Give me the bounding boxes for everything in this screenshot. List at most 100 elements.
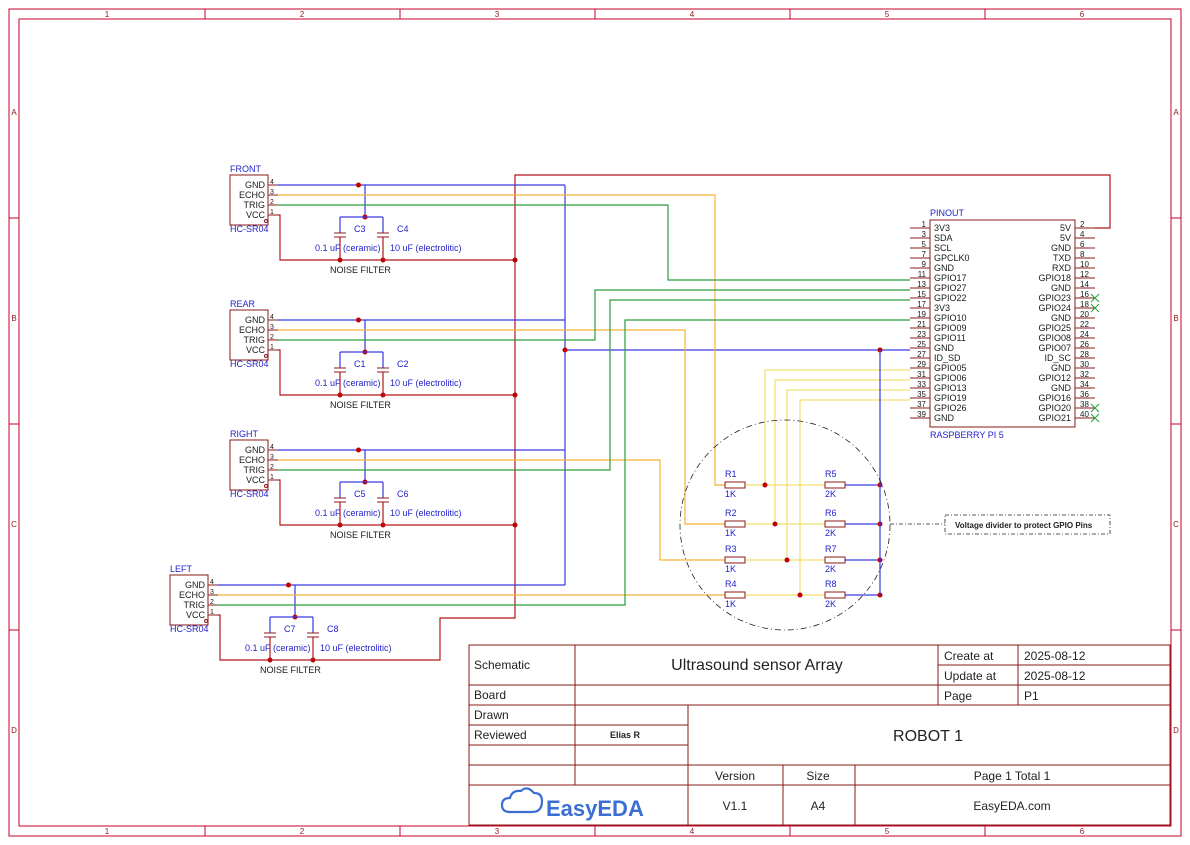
drawn-label: Drawn [474, 708, 509, 722]
total-pages: Page 1 Total 1 [974, 769, 1051, 783]
pin-number: 3 [210, 589, 214, 596]
sensor-marker [264, 484, 268, 488]
grid-col-top: 6 [1080, 10, 1085, 19]
pin-number: 3 [270, 324, 274, 331]
filter-label: NOISE FILTER [330, 265, 391, 275]
pin-number: 1 [270, 474, 274, 481]
grid-row-left: B [11, 314, 16, 323]
pinout-left-label: ID_SD [934, 353, 961, 363]
pinout-left-num: 29 [917, 360, 926, 369]
cap-value-electrolytic: 10 uF (electrolitic) [390, 378, 462, 388]
divider-note: Voltage divider to protect GPIO Pins [955, 521, 1093, 530]
pinout-right-num: 36 [1080, 390, 1089, 399]
pinout-left-num: 11 [918, 270, 927, 279]
pinout-left-num: 39 [917, 410, 926, 419]
pinout-left-label: SCL [934, 243, 952, 253]
grid-col-bottom: 1 [105, 827, 110, 836]
pinout-right-label: RXD [1052, 263, 1072, 273]
sensor-name: FRONT [230, 164, 261, 174]
pinout-left-label: SDA [934, 233, 953, 243]
size-value: A4 [811, 799, 826, 813]
sensor-body [229, 439, 269, 491]
resistor-body [724, 556, 746, 564]
pinout-right-label: GPIO24 [1038, 303, 1071, 313]
sensor-body [229, 174, 269, 226]
grid-col-bottom: 5 [885, 827, 890, 836]
pin-number: 4 [210, 579, 214, 586]
pinout-left-label: GPIO13 [934, 383, 967, 393]
filter-label: NOISE FILTER [330, 530, 391, 540]
pinout-right-num: 40 [1080, 410, 1089, 419]
vcc-wire [278, 214, 515, 261]
filter-label: NOISE FILTER [260, 665, 321, 675]
cloud-icon [500, 787, 544, 814]
cap-ref: C2 [397, 359, 409, 369]
pin-label: GND [245, 180, 266, 190]
pin-label: TRIG [244, 335, 266, 345]
grid-col-top: 4 [690, 10, 695, 19]
pinout-right-label: GPIO12 [1038, 373, 1071, 383]
sensor-part: HC-SR04 [230, 489, 269, 499]
pin-number: 2 [270, 199, 274, 206]
pinout-right-num: 20 [1080, 310, 1089, 319]
pinout-right-num: 26 [1080, 340, 1089, 349]
pinout-left-label: GPIO19 [934, 393, 967, 403]
resistor-value: 1K [725, 564, 736, 574]
pinout-left-num: 37 [917, 400, 926, 409]
resistor-value: 1K [725, 599, 736, 609]
create-label: Create at [944, 649, 994, 663]
note-box [944, 514, 1111, 535]
divider-to-gpio [786, 389, 910, 560]
pinout-right-label: GPIO18 [1038, 273, 1071, 283]
trig-left [218, 319, 910, 606]
pinout-left-label: GND [934, 413, 955, 423]
junction-dot [562, 347, 568, 353]
resistor-ref: R5 [825, 469, 837, 479]
pinout-right-label: GND [1051, 313, 1072, 323]
sensor-marker [264, 354, 268, 358]
pinout-right-num: 16 [1080, 290, 1089, 299]
pinout-right-num: 24 [1080, 330, 1089, 339]
pinout-right-label: GND [1051, 383, 1072, 393]
pinout-left-num: 27 [917, 350, 926, 359]
pinout-right-num: 4 [1080, 230, 1085, 239]
pinout-left-num: 17 [917, 300, 926, 309]
pin-number: 2 [270, 464, 274, 471]
echo-front [278, 194, 725, 486]
divider-to-gpio [764, 369, 910, 485]
pinout-left-num: 9 [922, 260, 927, 269]
junction-dot [512, 392, 518, 398]
pinout-left-label: GPIO05 [934, 363, 967, 373]
pinout-right-label: GPIO16 [1038, 393, 1071, 403]
pinout-left-num: 3 [922, 230, 927, 239]
resistor-ref: R6 [825, 508, 837, 518]
junction-dot [512, 522, 518, 528]
resistor-body [724, 520, 746, 528]
pin-label: GND [185, 580, 206, 590]
pinout-right-num: 12 [1080, 270, 1089, 279]
cap-ref: C7 [284, 624, 296, 634]
cap-ref: C6 [397, 489, 409, 499]
resistor-ref: R1 [725, 469, 737, 479]
title-block: Schematic Ultrasound sensor Array Create… [468, 644, 1171, 826]
resistor-ref: R7 [825, 544, 837, 554]
sensor-name: REAR [230, 299, 256, 309]
reviewed-label: Reviewed [474, 728, 527, 742]
junction-dot [512, 257, 518, 263]
no-connect-icon [1090, 293, 1100, 303]
pinout-left-num: 13 [917, 280, 926, 289]
grid-row-left: C [11, 520, 17, 529]
voltage-divider: Voltage divider to protect GPIO Pins R1 1… [679, 419, 1111, 631]
logo-text: EasyEDA [546, 796, 644, 821]
grid-col-top: 3 [495, 10, 500, 19]
grid-col-top: 5 [885, 10, 890, 19]
pinout-right-label: GND [1051, 283, 1072, 293]
grid-row-left: A [11, 108, 17, 117]
grid-col-bottom: 3 [495, 827, 500, 836]
resistor-value: 2K [825, 528, 836, 538]
cap-value-electrolytic: 10 uF (electrolitic) [320, 643, 392, 653]
pinout-right-label: GND [1051, 243, 1072, 253]
